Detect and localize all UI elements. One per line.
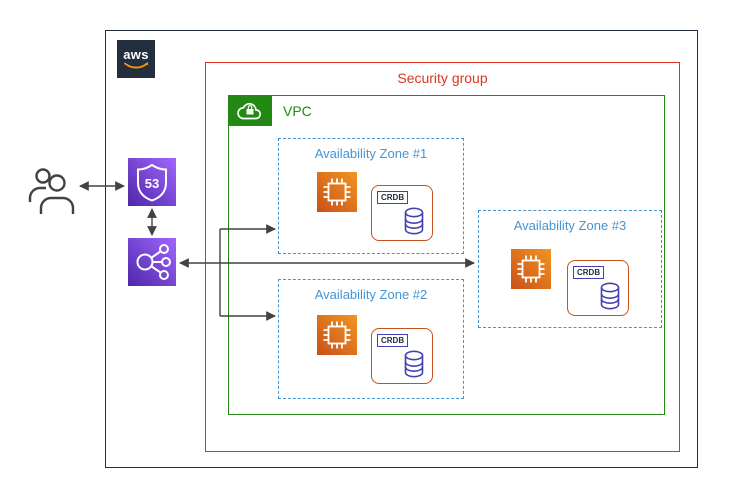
crdb-node: CRDB bbox=[567, 260, 629, 316]
users-icon bbox=[26, 164, 78, 218]
ec2-instance-icon bbox=[317, 315, 357, 355]
availability-zone-2: Availability Zone #2 CRDB bbox=[278, 279, 464, 399]
vpc-cloud-icon bbox=[228, 95, 272, 126]
database-icon bbox=[403, 349, 425, 379]
aws-smile-icon bbox=[123, 61, 149, 68]
aws-logo-text: aws bbox=[123, 46, 149, 62]
database-icon bbox=[403, 206, 425, 236]
availability-zone-3-label: Availability Zone #3 bbox=[513, 218, 627, 233]
availability-zone-3: Availability Zone #3 CRDB bbox=[478, 210, 662, 328]
ec2-instance-icon bbox=[511, 249, 551, 289]
crdb-label: CRDB bbox=[573, 266, 605, 279]
vpc-boundary: VPC Availability Zone #1 bbox=[228, 95, 665, 415]
route53-icon: 53 bbox=[128, 158, 176, 206]
availability-zone-2-label: Availability Zone #2 bbox=[314, 287, 428, 302]
route53-badge: 53 bbox=[145, 176, 159, 191]
availability-zone-1: Availability Zone #1 CRDB bbox=[278, 138, 464, 254]
availability-zone-1-label: Availability Zone #1 bbox=[314, 146, 428, 161]
database-icon bbox=[599, 281, 621, 311]
security-group-label: Security group bbox=[397, 70, 488, 86]
crdb-node: CRDB bbox=[371, 185, 433, 241]
ec2-instance-icon bbox=[317, 172, 357, 212]
crdb-label: CRDB bbox=[377, 334, 409, 347]
crdb-label: CRDB bbox=[377, 191, 409, 204]
security-group-boundary: Security group VPC Availabil bbox=[205, 62, 680, 452]
aws-cloud-boundary: aws Security group bbox=[105, 30, 698, 468]
aws-logo: aws bbox=[117, 40, 155, 78]
vpc-label: VPC bbox=[283, 103, 312, 119]
elastic-load-balancer-icon bbox=[128, 238, 176, 286]
crdb-node: CRDB bbox=[371, 328, 433, 384]
